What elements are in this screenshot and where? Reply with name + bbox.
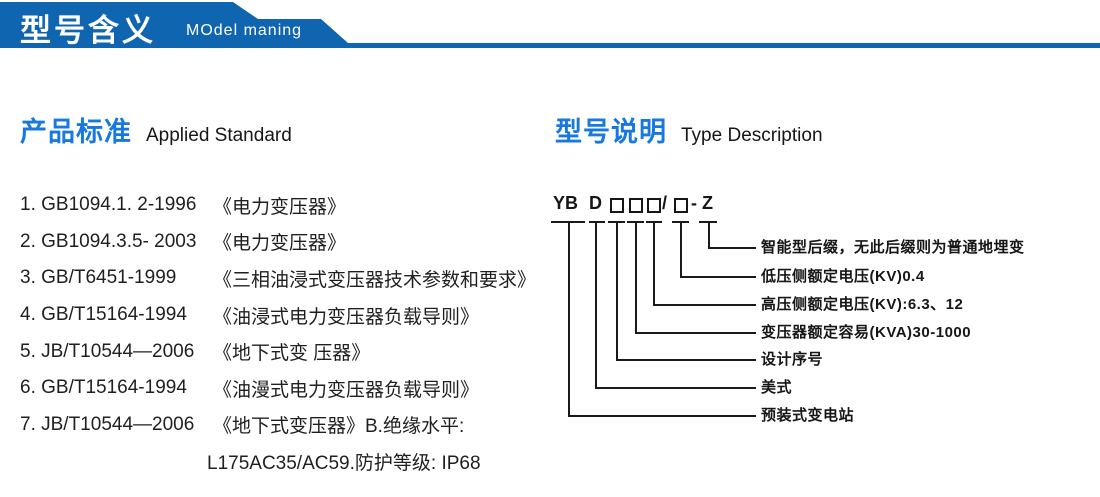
model-token-yb: YB (553, 193, 579, 213)
list-item: 1. GB1094.1. 2-1996 《电力变压器》 (20, 187, 550, 224)
standards-list: 1. GB1094.1. 2-1996 《电力变压器》 2. GB1094.3.… (20, 187, 550, 480)
diagram-label: 智能型后缀，无此后缀则为普通地埋变 (761, 239, 1025, 256)
type-description-heading-en: Type Description (681, 125, 823, 146)
list-item: 7. JB/T10544—2006 《地下式变压器》B.绝缘水平: (20, 407, 550, 444)
standard-code: 2. GB1094.3.5- 2003 (20, 230, 197, 252)
type-description-heading: 型号说明 Type Description (555, 110, 823, 149)
diagram-label: 美式 (761, 379, 793, 396)
model-token-d: D (589, 193, 602, 213)
standard-continuation: L175AC35/AC59.防护等级: IP68 (207, 452, 481, 474)
standard-code: 3. GB/T6451-1999 (20, 267, 177, 289)
list-item: 6. GB/T15164-1994 《油漫式电力变压器负载导则》 (20, 370, 550, 407)
model-token-slash: / (662, 193, 668, 213)
model-code-diagram: YB D / - Z 智能型后缀，无此后缀则为普通地埋变 低压侧额定电压(KV)… (545, 192, 1100, 442)
diagram-label: 低压侧额定电压(KV)0.4 (761, 268, 925, 285)
applied-standard-heading-cn: 产品标准 (20, 117, 132, 147)
applied-standard-heading-en: Applied Standard (146, 125, 292, 146)
standard-code: 5. JB/T10544—2006 (20, 340, 195, 362)
standard-title: 《油浸式电力变压器负载导则》 (213, 306, 480, 328)
diagram-label: 变压器额定容易(KVA)30-1000 (761, 324, 972, 341)
list-item: 5. JB/T10544—2006 《地下式变 压器》 (20, 333, 550, 370)
standard-code: 4. GB/T15164-1994 (20, 304, 187, 326)
standard-title: 《电力变压器》 (213, 233, 347, 255)
standard-title: 《三相油浸式变压器技术参数和要求》 (213, 269, 537, 291)
placeholder-box (647, 198, 661, 213)
placeholder-box (674, 198, 688, 213)
list-item: 4. GB/T15164-1994 《油浸式电力变压器负载导则》 (20, 297, 550, 334)
placeholder-box (629, 198, 643, 213)
applied-standard-heading: 产品标准 Applied Standard (20, 110, 292, 149)
page-title: 型号含义 (20, 13, 156, 48)
list-item: 3. GB/T6451-1999 《三相油浸式变压器技术参数和要求》 (20, 260, 550, 297)
model-token-dash: - (691, 193, 697, 213)
standard-code: 7. JB/T10544—2006 (20, 413, 195, 435)
placeholder-box (610, 198, 624, 213)
standard-title: 《地下式变压器》B.绝缘水平: (213, 416, 465, 438)
model-token-z: Z (702, 193, 713, 213)
standard-title: 《电力变压器》 (213, 196, 347, 218)
diagram-label: 高压侧额定电压(KV):6.3、12 (761, 296, 964, 313)
standard-title: 《地下式变 压器》 (213, 343, 371, 365)
page-subtitle: MOdel maning (186, 22, 303, 39)
list-item: 2. GB1094.3.5- 2003 《电力变压器》 (20, 224, 550, 261)
diagram-label: 预装式变电站 (761, 407, 855, 424)
type-description-heading-cn: 型号说明 (555, 117, 667, 147)
diagram-lines (551, 221, 756, 417)
standard-code: 1. GB1094.1. 2-1996 (20, 194, 197, 216)
standard-code: 6. GB/T15164-1994 (20, 377, 187, 399)
diagram-label: 设计序号 (761, 351, 824, 368)
standard-title: 《油漫式电力变压器负载导则》 (213, 379, 480, 401)
